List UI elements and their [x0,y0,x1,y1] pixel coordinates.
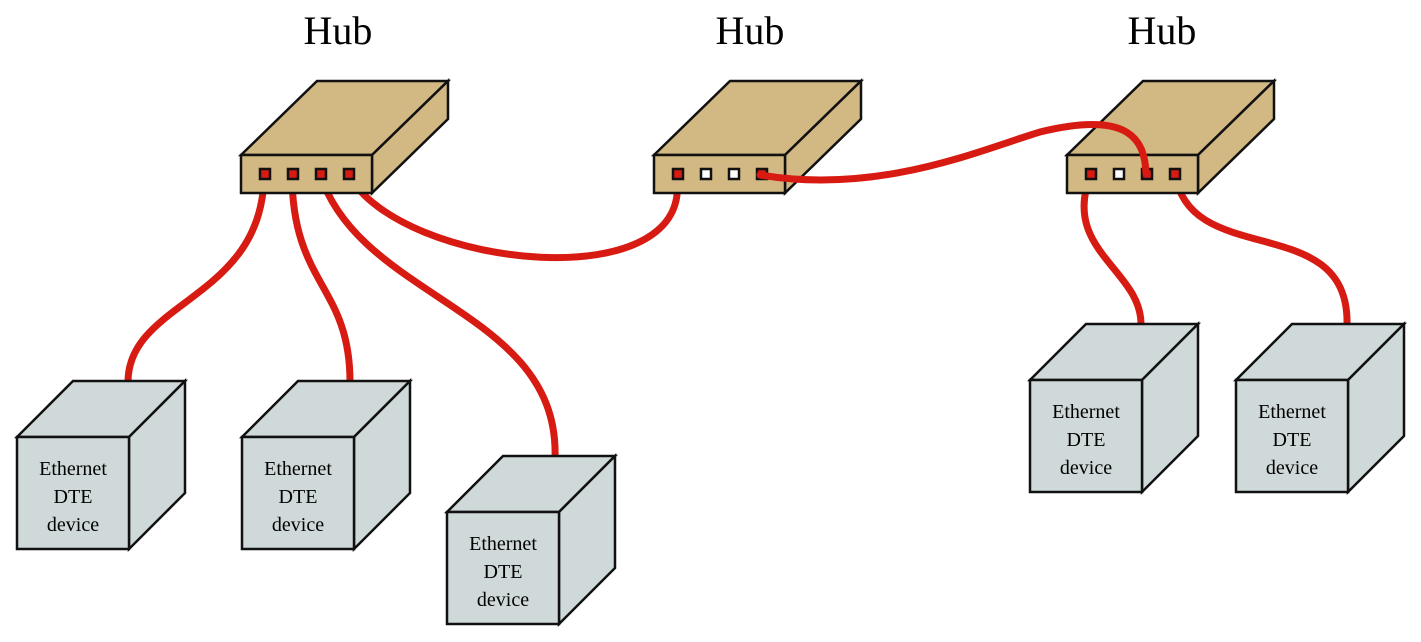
device-label-line: Ethernet [264,458,332,480]
hub-port-connected [1168,167,1182,181]
hub-port-empty [699,167,713,181]
device-label-line: device [1266,457,1318,479]
ethernet-cable [124,170,268,386]
device-label-line: DTE [484,561,523,583]
hub-port-connected [671,167,685,181]
hub-port-connected [342,167,356,181]
hubs-layer: Hub Hub Hub [237,8,1278,196]
ethernet-cable [1171,170,1351,329]
hub-port-connected [314,167,328,181]
device-label-line: Ethernet [1258,401,1326,423]
cables-front-layer [756,120,1150,184]
device-label-line: Ethernet [1052,401,1120,423]
device-front-face [240,435,356,551]
device-label-line: Ethernet [469,533,537,555]
device-label-line: DTE [279,486,318,508]
hub-label: Hub [304,8,373,53]
hub-port-connected [1084,167,1098,181]
hub-label: Hub [1128,8,1197,53]
ethernet-cable [1080,170,1145,329]
device-label-line: DTE [54,486,93,508]
device-front-face [445,510,561,626]
ethernet-cable [344,170,681,262]
ethernet-cable [288,170,354,386]
device-front-face [1028,378,1144,494]
cables-back-layer [124,170,1351,462]
hub: Hub [237,8,452,196]
device-front-face [1234,378,1350,494]
device-front-face [15,435,131,551]
ethernet-cable [316,170,559,462]
hub-port-connected [286,167,300,181]
ethernet-cable [756,120,1150,184]
device-label-line: Ethernet [39,458,107,480]
device-label-line: device [477,589,529,611]
hub-port-empty [727,167,741,181]
hub-port-connected [258,167,272,181]
device-label-line: DTE [1067,429,1106,451]
hub: Hub [1063,8,1278,196]
device-label-line: device [47,514,99,536]
device-label-line: device [272,514,324,536]
hub-port-empty [1112,167,1126,181]
devices-layer: EthernetDTEdeviceEthernetDTEdeviceEthern… [13,320,1408,628]
device-label-line: DTE [1273,429,1312,451]
hub: Hub [650,8,865,196]
device-label-line: device [1060,457,1112,479]
hub-label: Hub [716,8,785,53]
